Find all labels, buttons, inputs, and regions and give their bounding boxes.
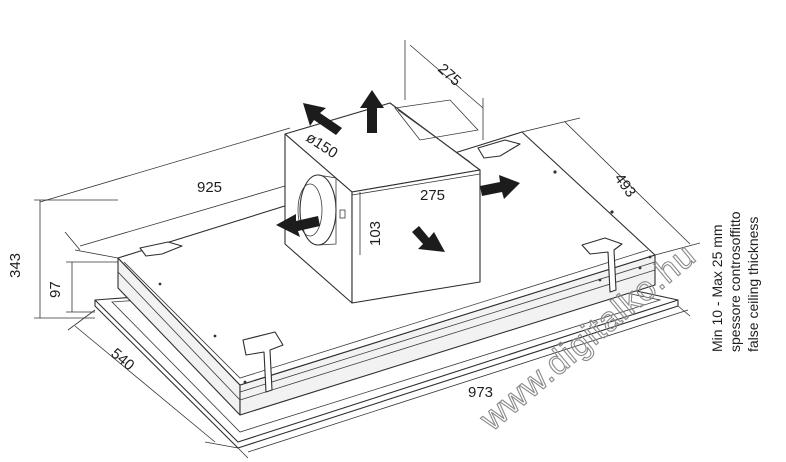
ceiling-thickness-note: Min 10 - Max 25 mm spessore controsoffit…: [709, 211, 761, 352]
note-line-2: spessore controsoffitto: [727, 211, 743, 352]
dim-frame-depth: 540: [107, 345, 137, 374]
note-line-3: false ceiling thickness: [745, 217, 761, 352]
arrow-right-icon: [480, 175, 520, 199]
arrow-up-left-icon: [303, 103, 342, 135]
mounting-bracket-right: [581, 237, 623, 293]
mounting-bracket-left: [139, 241, 183, 257]
dimension-lines: [34, 40, 701, 459]
dim-box-width: 275: [420, 187, 445, 204]
dim-total-height: 343: [7, 253, 24, 278]
dim-top-depth: 275: [434, 60, 464, 89]
dim-frame-length: 973: [468, 384, 493, 401]
mounting-bracket-front: [242, 331, 284, 393]
arrow-up-icon: [360, 90, 384, 133]
dim-hood-length: 925: [197, 179, 222, 196]
dim-panel-height: 97: [47, 281, 64, 298]
dim-box-height: 103: [367, 221, 384, 246]
mounting-bracket-back: [477, 139, 521, 159]
dim-hood-depth: 493: [611, 170, 639, 200]
note-line-1: Min 10 - Max 25 mm: [709, 224, 725, 352]
arrow-left-icon: [276, 214, 320, 237]
arrow-down-right-icon: [412, 226, 445, 252]
